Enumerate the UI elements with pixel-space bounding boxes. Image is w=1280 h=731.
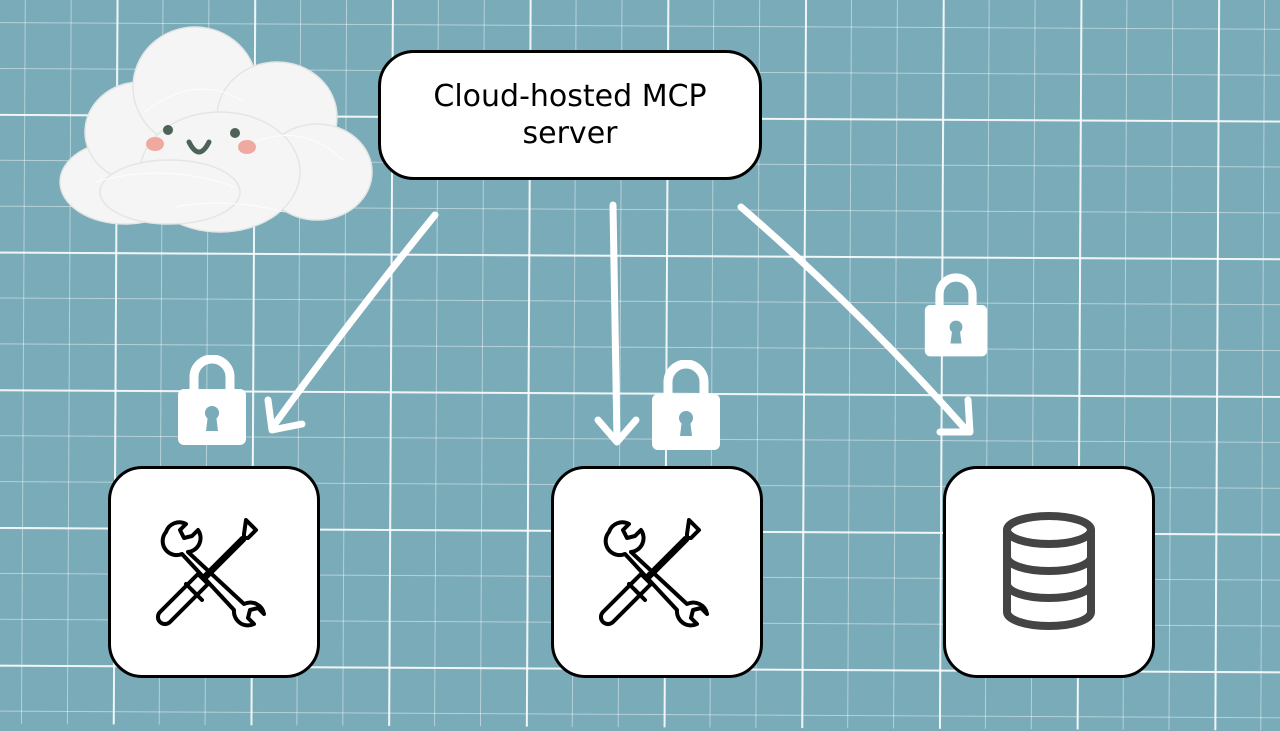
server-label-line2: server	[522, 116, 618, 151]
lock-icon	[924, 273, 988, 357]
wrench-screwdriver-icon	[155, 518, 266, 628]
tool-node-1	[108, 466, 320, 678]
cloud-eye-left	[163, 125, 173, 135]
database-node	[943, 466, 1155, 678]
cloud-eye-right	[230, 128, 240, 138]
cloud-illustration	[59, 26, 373, 233]
tool-node-2	[551, 466, 763, 678]
wrench-screwdriver-icon	[598, 518, 709, 628]
cloud-smile	[186, 139, 212, 155]
server-label-line1: Cloud-hosted MCP	[433, 78, 707, 114]
lock-icon	[652, 360, 720, 450]
lock-icon	[178, 355, 246, 445]
database-icon	[1003, 512, 1095, 630]
mcp-server-box: Cloud-hosted MCP server	[378, 50, 762, 180]
